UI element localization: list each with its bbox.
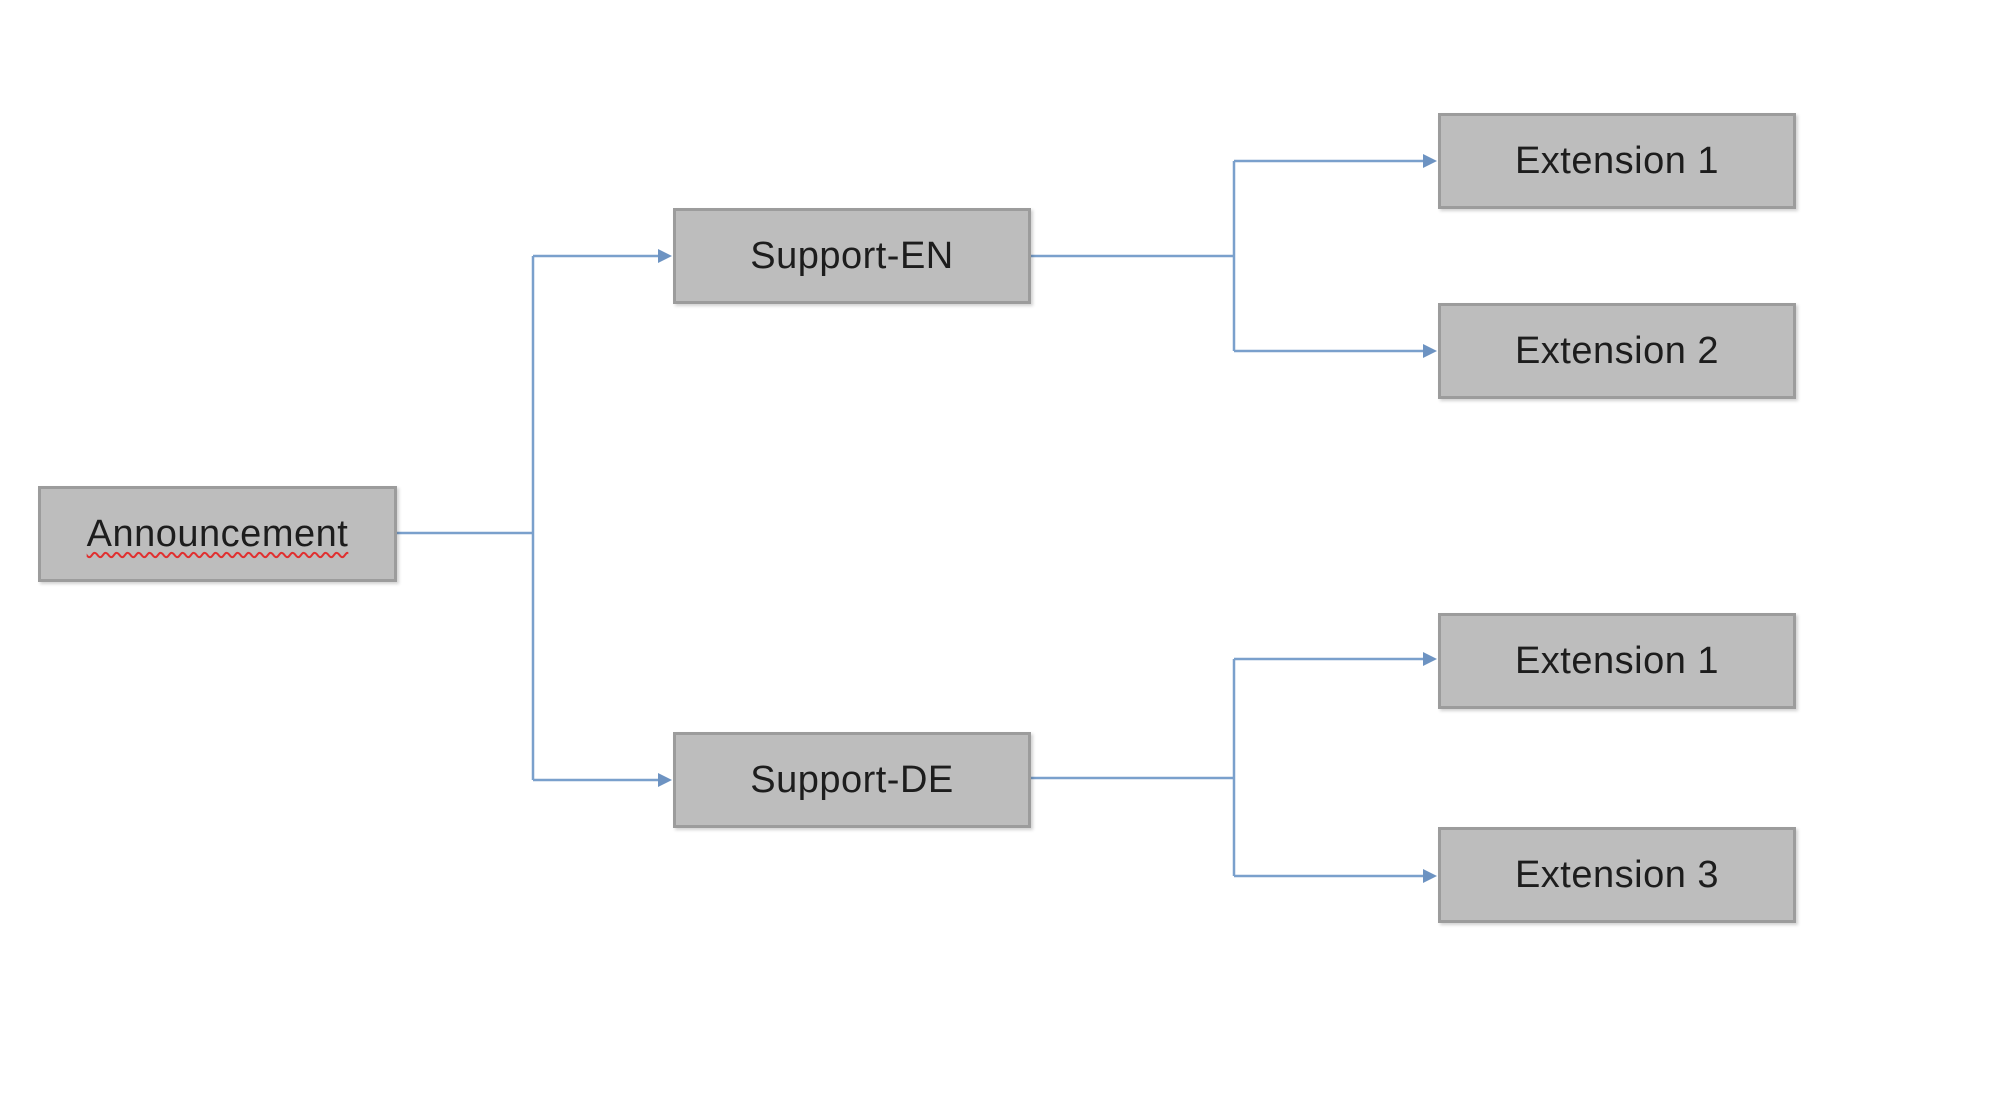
arrow-head-support-en: [658, 249, 672, 263]
node-support-en: Support-EN: [673, 208, 1031, 304]
arrow-head-en-extension-1: [1423, 154, 1437, 168]
node-announcement-label: Announcement: [86, 512, 349, 555]
arrow-head-de-extension-3: [1423, 869, 1437, 883]
node-support-de: Support-DE: [673, 732, 1031, 828]
connector-support-de-trunk: [1031, 659, 1236, 876]
node-de-extension-1: Extension 1: [1438, 613, 1796, 709]
node-support-de-label: Support-DE: [750, 758, 954, 801]
node-en-extension-2-label: Extension 2: [1514, 329, 1720, 372]
connector-root-to-support-en: [531, 254, 660, 780]
arrow-head-en-extension-2: [1423, 344, 1437, 358]
node-en-extension-1: Extension 1: [1438, 113, 1796, 209]
node-en-extension-1-label: Extension 1: [1514, 139, 1720, 182]
node-announcement: Announcement: [38, 486, 397, 582]
arrow-head-de-extension-1: [1423, 652, 1437, 666]
node-de-extension-3-label: Extension 3: [1514, 853, 1720, 896]
node-de-extension-3: Extension 3: [1438, 827, 1796, 923]
arrow-head-support-de: [658, 773, 672, 787]
node-en-extension-2: Extension 2: [1438, 303, 1796, 399]
connector-support-en-trunk: [1031, 161, 1236, 351]
node-support-en-label: Support-EN: [750, 234, 954, 277]
node-de-extension-1-label: Extension 1: [1514, 639, 1720, 682]
